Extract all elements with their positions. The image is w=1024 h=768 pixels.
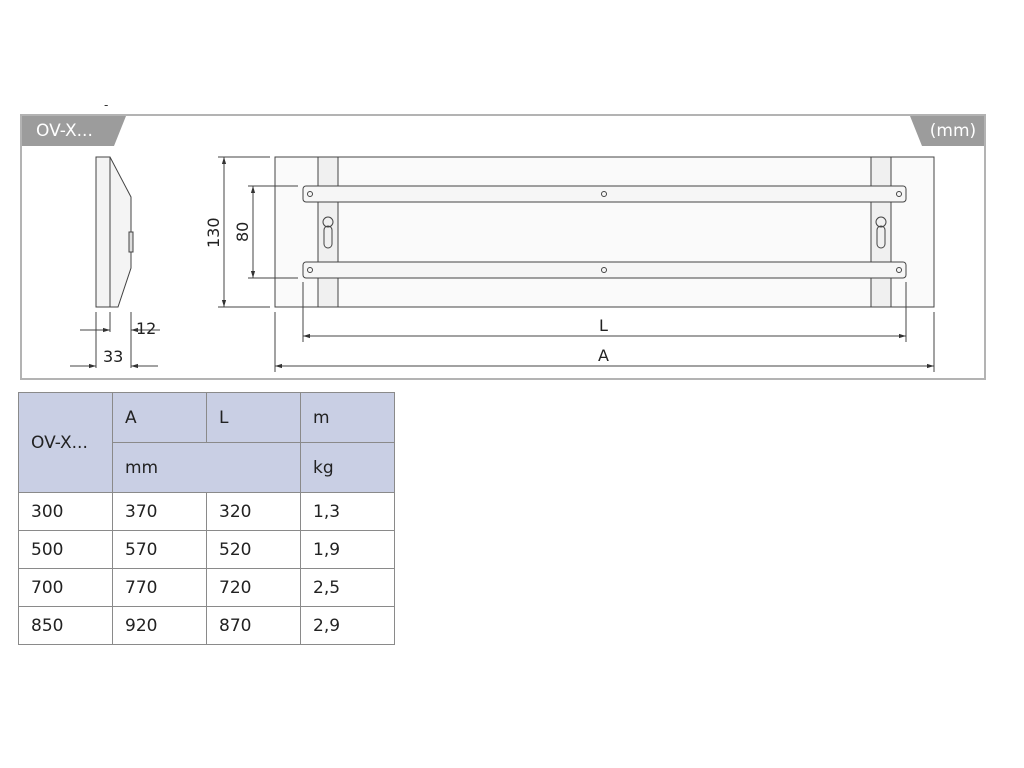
cell-m: 2,9 <box>300 606 395 645</box>
dim-rail-spacing: 80 <box>233 222 252 242</box>
cell-a: 570 <box>112 530 207 569</box>
front-body <box>274 156 935 308</box>
cell-l: 520 <box>206 530 301 569</box>
cell-m: 2,5 <box>300 568 395 607</box>
bottom-rail <box>302 261 907 279</box>
table-row: 300 370 320 1,3 <box>18 492 395 531</box>
unit-length: mm <box>112 442 301 493</box>
top-mark: - <box>104 98 109 112</box>
dim-height: 130 <box>204 217 223 248</box>
header-model: OV-X... <box>18 392 113 493</box>
technical-drawing: 12 33 <box>70 156 935 372</box>
cell-m: 1,9 <box>300 530 395 569</box>
unit-mass: kg <box>300 442 395 493</box>
cell-model: 700 <box>18 568 113 607</box>
front-view <box>218 156 935 372</box>
cell-l: 870 <box>206 606 301 645</box>
table-row: 700 770 720 2,5 <box>18 568 395 607</box>
table-unit-row: mm kg <box>19 442 395 493</box>
cell-a: 770 <box>112 568 207 607</box>
cell-model: 500 <box>18 530 113 569</box>
cell-l: 720 <box>206 568 301 607</box>
header-m: m <box>300 392 395 443</box>
header-l: L <box>206 392 301 443</box>
cell-model: 300 <box>18 492 113 531</box>
side-bracket <box>128 231 134 253</box>
cell-a: 920 <box>112 606 207 645</box>
cell-l: 320 <box>206 492 301 531</box>
table-row: 500 570 520 1,9 <box>18 530 395 569</box>
spec-table: OV-X... A L m mm kg 300 370 320 1,3 500 … <box>18 392 395 645</box>
diagram-frame: OV-X... (mm) <box>20 114 986 380</box>
dim-total-length: A <box>598 346 609 365</box>
header-a: A <box>112 392 207 443</box>
top-rail <box>302 185 907 203</box>
left-keyhole <box>322 216 334 249</box>
model-tab: OV-X... <box>22 116 126 146</box>
cell-model: 850 <box>18 606 113 645</box>
cell-m: 1,3 <box>300 492 395 531</box>
cell-a: 370 <box>112 492 207 531</box>
right-keyhole <box>875 216 887 249</box>
dim-depth-total: 33 <box>103 347 123 366</box>
side-view <box>70 156 160 369</box>
dim-depth-front: 12 <box>136 319 156 338</box>
table-header-row: OV-X... A L m <box>18 392 395 493</box>
table-row: 850 920 870 2,9 <box>18 606 395 645</box>
unit-tab: (mm) <box>910 116 984 146</box>
dim-rail-length: L <box>599 316 608 335</box>
